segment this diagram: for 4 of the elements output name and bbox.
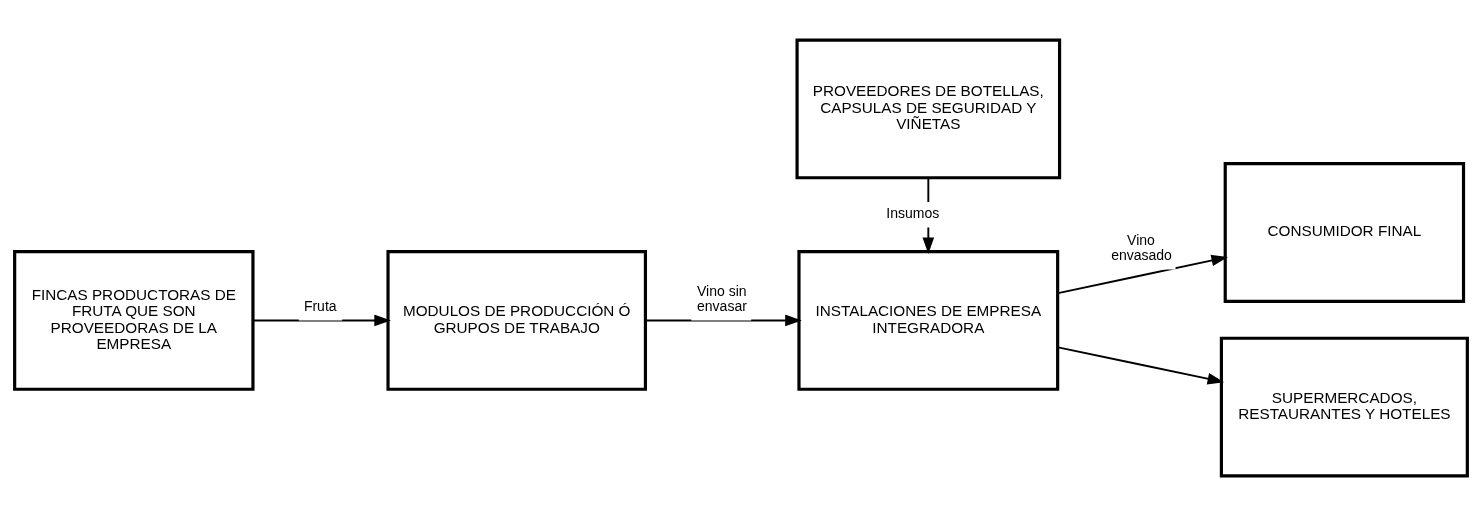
edge-label: Vino sin envasar (696, 282, 747, 315)
edge-label: Vino envasado (1110, 232, 1172, 264)
edge-label: Fruta (303, 298, 337, 315)
edge-label: Insumos (885, 205, 939, 222)
